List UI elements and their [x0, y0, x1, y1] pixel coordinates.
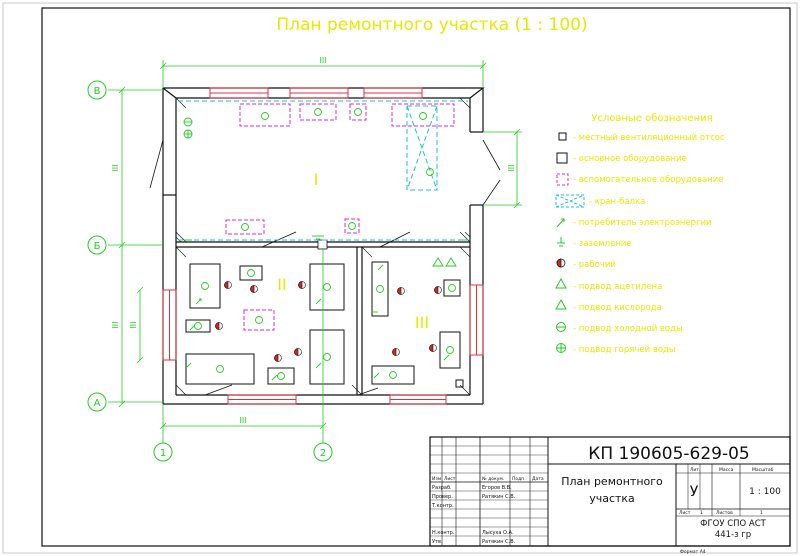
drawing-title: План ремонтного участка (1 : 100)	[276, 15, 587, 35]
tb-name-razrab: Егоров В.В.	[482, 485, 512, 491]
axis-col-1	[153, 442, 173, 462]
legend-label-oxygen: - подвод кислорода	[573, 303, 662, 313]
title-block: Изм Лист № докум. Подп. Дата Разраб. Его…	[429, 436, 791, 555]
tb-meta-lit: Лит.	[690, 467, 700, 473]
dimension-lines	[108, 60, 522, 444]
tb-name-prover: Ратякин С.В.	[482, 494, 516, 500]
legend-label-ventilation: - местный вентиляционный отсос	[573, 133, 725, 143]
axis-row-v-label: В	[94, 86, 101, 97]
legend-title: Условные обозначения	[591, 113, 712, 124]
tb-meta-scale: Масштаб	[752, 467, 774, 473]
tb-role-prover: Провер.	[432, 494, 453, 500]
power-consumer-icon	[556, 218, 565, 228]
legend-label-hot-water: - подвод горячей воды	[573, 345, 676, 355]
legend-label-power-consumer: - потребитель электроэнергии	[573, 218, 712, 228]
tb-sheet-label: Лист	[679, 510, 691, 516]
axis-row-b-label: Б	[94, 241, 101, 252]
tb-name-utv: Ратякин С.В.	[482, 539, 516, 545]
legend-label-crane-beam: - кран-балка	[589, 197, 645, 207]
ventilation-icon	[558, 132, 567, 141]
tb-document-code: КП 190605-629-05	[588, 444, 750, 464]
tb-role-nkontr: Н.контр.	[432, 530, 455, 536]
ground-icon	[557, 237, 565, 247]
tb-sheets-label: Листов	[716, 510, 733, 516]
tb-col-date: Дата	[532, 476, 544, 482]
axis-col-2-label: 2	[320, 448, 326, 459]
legend-label-worker: - рабочий	[573, 260, 616, 270]
tb-name-line1: План ремонтного	[561, 475, 663, 488]
zone-i-label: I	[314, 170, 319, 189]
gas-supply	[432, 257, 457, 267]
dim-left-lower: III	[111, 321, 120, 328]
aux-equipment-icon	[556, 173, 569, 186]
zone1-equipment	[225, 103, 455, 331]
legend-label-acetylene: - подвод ацетилена	[573, 282, 662, 292]
floor-plan: I II III III III III III III III	[87, 56, 522, 462]
zone-ii-label: II	[277, 275, 286, 294]
windows	[162, 87, 484, 405]
dim-top: III	[319, 56, 326, 65]
cold-water-icon	[556, 322, 566, 332]
tb-col-izm: Изм	[432, 476, 441, 482]
tb-col-sign: Подп.	[512, 476, 526, 482]
axis-col-2	[313, 442, 333, 462]
oxygen-icon	[555, 298, 567, 310]
legend: Условные обозначения - местный вентиляци…	[555, 113, 725, 355]
legend-label-aux-equipment: - вспомогательное оборудование	[573, 175, 724, 185]
tb-role-razrab: Разраб.	[432, 485, 452, 491]
tb-format: Формат А4	[680, 549, 706, 555]
tb-col-doc: № докум.	[482, 476, 504, 482]
legend-label-cold-water: - подвод холодной воды	[573, 324, 683, 334]
axis-row-a-label: А	[94, 398, 101, 409]
tb-sheet-number: 1	[700, 510, 703, 516]
workers	[215, 281, 442, 362]
crane-beam	[178, 100, 468, 241]
power-consumers	[185, 264, 450, 381]
tb-scale-value: 1 : 100	[749, 487, 781, 497]
axis-row-v	[87, 80, 107, 100]
dim-right-door: III	[507, 164, 516, 171]
dim-bottom: III	[239, 416, 246, 425]
equipment-markers	[194, 269, 456, 380]
dim-left-upper: III	[111, 164, 120, 171]
axis-col-1-label: 1	[160, 448, 166, 459]
dim-inner-left: III	[129, 321, 138, 328]
acetylene-icon	[555, 277, 567, 289]
zone1-markers	[183, 108, 434, 324]
zone-iii-label: III	[415, 313, 429, 332]
main-equipment-icon	[556, 152, 568, 164]
tb-org-line1: ФГОУ СПО АСТ	[700, 519, 767, 529]
legend-label-main-equipment: - основное оборудование	[573, 154, 687, 164]
tb-meta-mass: Масса	[719, 467, 734, 473]
tb-name-line2: участка	[589, 492, 635, 505]
tb-stage-letter: У	[690, 484, 699, 500]
axis-row-a	[87, 392, 107, 412]
grounding	[184, 235, 466, 313]
tb-role-utv: Утв.	[432, 539, 443, 545]
legend-label-ground: - заземление	[573, 239, 632, 249]
tb-sheets-total: 1	[760, 510, 763, 516]
axis-bubbles	[87, 80, 333, 462]
tb-name-nkontr: Лысуха О.А.	[482, 530, 514, 536]
axis-row-b	[87, 235, 107, 255]
tb-role-tkontr: Т.контр.	[431, 503, 454, 509]
inner-frame	[41, 7, 791, 547]
tb-col-list: Лист	[444, 476, 456, 482]
main-equipment	[185, 261, 464, 388]
hot-water-icon	[556, 343, 566, 353]
tb-org-line2: 441-з гр	[715, 530, 751, 540]
crane-beam-icon	[555, 194, 585, 208]
worker-icon	[556, 258, 566, 268]
